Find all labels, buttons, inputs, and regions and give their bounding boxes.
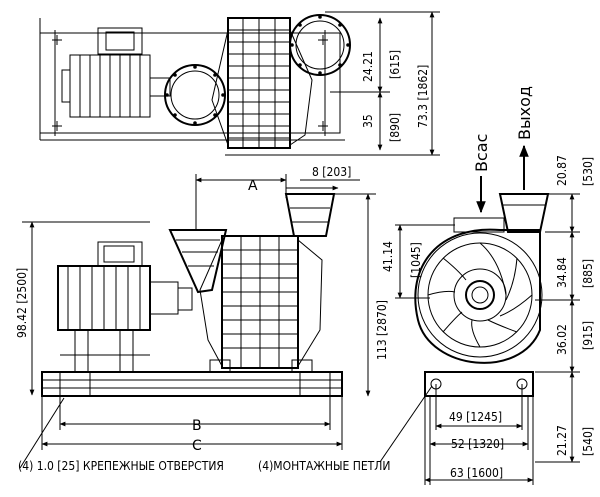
dim-34-84: 34.84 xyxy=(555,257,569,288)
top-view-mount-holes xyxy=(52,35,328,131)
dim-letter-b: B xyxy=(192,418,202,434)
side-view-outlet-cone xyxy=(284,193,336,237)
dim-52-1320: 52 [1320] xyxy=(451,437,504,451)
dim-113: 113 [2870] xyxy=(375,300,389,360)
dim-615: [615] xyxy=(388,50,402,79)
front-view-impeller-blades xyxy=(427,242,533,348)
top-view-motor xyxy=(61,27,171,118)
dimension-lines xyxy=(19,11,580,485)
note-mounting-holes: (4) 1.0 [25] КРЕПЕЖНЫЕ ОТВЕРСТИЯ xyxy=(18,459,224,473)
dim-49-1245: 49 [1245] xyxy=(449,410,502,424)
top-view-outlet-flange xyxy=(289,14,351,76)
side-view-housing-cage xyxy=(199,235,323,373)
top-view-inlet-flange xyxy=(164,64,226,126)
dim-20-87: 20.87 xyxy=(555,155,569,186)
side-view-base xyxy=(41,371,343,397)
note-lifting-lugs: (4)МОНТАЖНЫЕ ПЕТЛИ xyxy=(258,459,390,473)
side-view-motor xyxy=(57,241,193,331)
dim-41-14: 41.14 xyxy=(381,241,395,272)
dim-890: [890] xyxy=(388,113,402,142)
dim-21-27: 21.27 xyxy=(555,425,569,456)
dim-letter-c: C xyxy=(192,438,202,454)
dimension-labels: 24.21 [615] 35 [890] 73.3 [1862] A 8 [20… xyxy=(15,50,595,480)
front-view-outlet-duct xyxy=(498,193,550,233)
dim-540: [540] xyxy=(581,427,595,456)
dim-1045: [1045] xyxy=(409,242,423,278)
dim-24-21: 24.21 xyxy=(361,51,375,82)
top-view xyxy=(39,14,351,149)
dim-8-203: 8 [203] xyxy=(312,165,351,179)
dim-530: [530] xyxy=(581,157,595,186)
flow-arrows xyxy=(476,144,529,214)
front-view xyxy=(414,144,550,397)
dim-letter-a: A xyxy=(248,178,258,194)
dim-98-42: 98.42 [2500] xyxy=(15,268,29,338)
label-outlet: Выход xyxy=(515,86,534,140)
dim-915: [915] xyxy=(581,321,595,350)
dim-885: [885] xyxy=(581,259,595,288)
dim-73-3: 73.3 [1862] xyxy=(416,65,430,128)
dim-35: 35 xyxy=(361,114,375,128)
front-view-base xyxy=(424,371,534,397)
side-view-inlet-cone xyxy=(168,229,228,294)
side-view xyxy=(41,193,343,397)
dim-36-02: 36.02 xyxy=(555,324,569,355)
label-inlet: Всас xyxy=(472,134,491,172)
top-view-housing-cage xyxy=(211,17,313,149)
front-view-volute xyxy=(414,228,541,364)
dim-63-1600: 63 [1600] xyxy=(450,466,503,480)
